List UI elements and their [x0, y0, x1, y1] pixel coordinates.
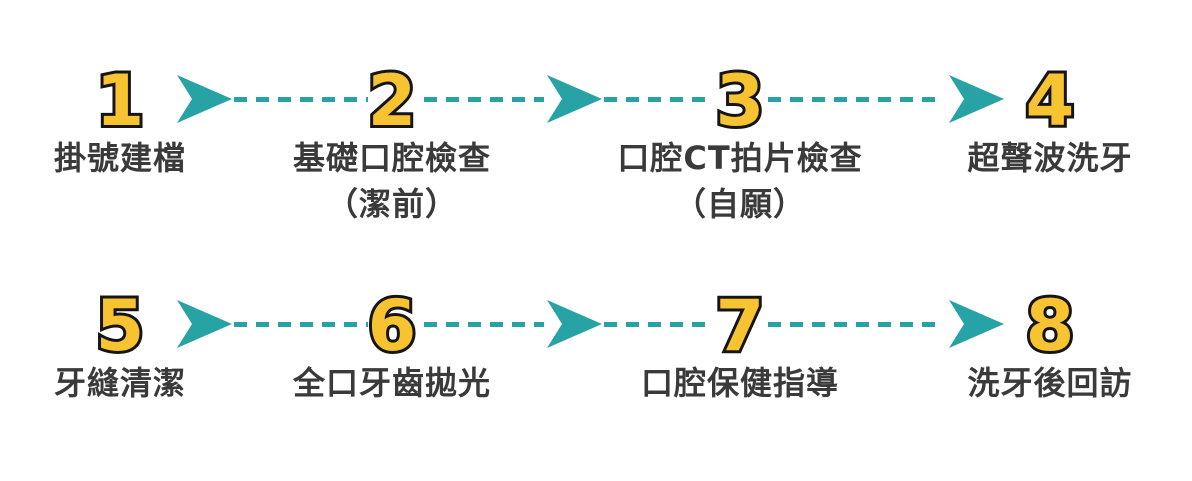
step-5: 5 牙縫清潔: [0, 227, 260, 457]
dashed-connector: [424, 322, 544, 327]
step-number: 6: [365, 285, 420, 367]
step-2: 2 基礎口腔檢查 （潔前）: [252, 2, 532, 232]
step-number: 8: [1023, 285, 1078, 367]
step-label: 牙縫清潔: [53, 364, 186, 402]
flow-row-1: 1 掛號建檔 2 基礎口腔檢查 （潔前） 3 口腔CT拍片檢查 （自願） 4 超…: [0, 2, 1192, 232]
arrow-right-icon: [948, 75, 1004, 123]
dashed-connector: [234, 97, 368, 102]
arrow-right-icon: [176, 300, 232, 348]
step-number: 5: [93, 285, 148, 367]
step-number: 3: [713, 60, 768, 142]
step-label: 掛號建檔: [53, 139, 186, 177]
dashed-connector: [234, 322, 368, 327]
dashed-connector: [768, 97, 944, 102]
arrow-right-icon: [948, 300, 1004, 348]
step-label: 基礎口腔檢查: [292, 139, 491, 177]
arrow-right-icon: [546, 75, 602, 123]
dashed-connector: [604, 97, 712, 102]
step-label: 超聲波洗牙: [967, 139, 1133, 177]
step-1: 1 掛號建檔: [0, 2, 260, 232]
step-4: 4 超聲波洗牙: [910, 2, 1190, 232]
step-sublabel: （潔前）: [325, 185, 458, 223]
step-7: 7 口腔保健指導: [580, 227, 900, 457]
step-label: 全口牙齒拋光: [292, 364, 491, 402]
arrow-right-icon: [176, 75, 232, 123]
step-number: 4: [1023, 60, 1078, 142]
step-number: 7: [713, 285, 768, 367]
dashed-connector: [424, 97, 544, 102]
dashed-connector: [604, 322, 712, 327]
step-label: 口腔保健指導: [640, 364, 839, 402]
step-label: 口腔CT拍片檢查: [617, 139, 863, 177]
step-8: 8 洗牙後回訪: [910, 227, 1190, 457]
flow-row-2: 5 牙縫清潔 6 全口牙齒拋光 7 口腔保健指導 8 洗牙後回訪: [0, 227, 1192, 457]
step-6: 6 全口牙齒拋光: [252, 227, 532, 457]
step-3: 3 口腔CT拍片檢查 （自願）: [580, 2, 900, 232]
dashed-connector: [768, 322, 944, 327]
step-number: 2: [365, 60, 420, 142]
arrow-right-icon: [546, 300, 602, 348]
step-number: 1: [93, 60, 148, 142]
step-label: 洗牙後回訪: [967, 364, 1133, 402]
step-sublabel: （自願）: [673, 185, 806, 223]
